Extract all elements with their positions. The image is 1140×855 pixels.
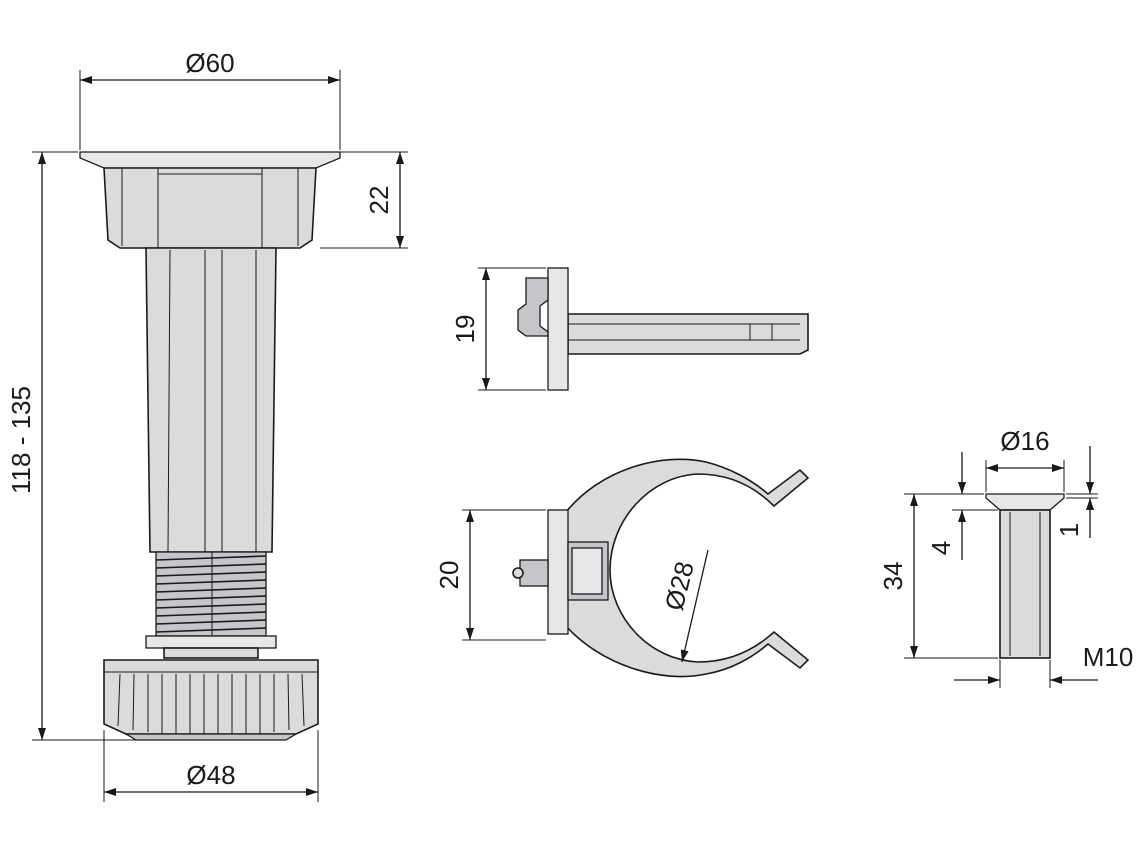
clip-pin xyxy=(519,559,549,587)
pin-head xyxy=(985,493,1065,511)
dim-pin-head-diameter: Ø16 xyxy=(1000,426,1049,456)
dim-pin-length: 34 xyxy=(878,562,908,591)
dim-total-height: 118 - 135 xyxy=(6,386,36,494)
dim-pin-head-rim: 1 xyxy=(1054,523,1084,537)
adjustable-leg xyxy=(79,151,341,741)
dim-pin-head-height: 4 xyxy=(926,541,956,555)
leg-foot-ribs xyxy=(117,673,305,734)
dim-top-height: 22 xyxy=(364,186,394,215)
dim-top-diameter: Ø60 xyxy=(185,48,234,78)
pin-dimensions: Ø16 34 4 1 M10 xyxy=(878,426,1133,688)
dim-bracket-height: 19 xyxy=(450,315,480,344)
bracket-plate xyxy=(547,267,569,391)
dim-pin-thread: M10 xyxy=(1083,642,1134,672)
plinth-clip xyxy=(512,458,810,678)
leg-top-cap xyxy=(103,167,317,249)
leg-foot xyxy=(103,659,319,735)
bracket-dimensions: 19 xyxy=(450,267,546,391)
leg-thread-lines xyxy=(155,555,267,633)
mounting-bracket xyxy=(517,267,809,391)
dim-clip-height: 20 xyxy=(434,561,464,590)
clip-base xyxy=(547,509,569,635)
leg-dimensions: Ø60 22 118 - 135 Ø48 xyxy=(6,48,408,802)
clip-ring xyxy=(565,458,810,678)
pin xyxy=(985,493,1065,659)
leg-column xyxy=(145,247,277,553)
dim-clip-diameter: Ø28 xyxy=(659,558,700,613)
leg-neck xyxy=(145,635,277,649)
leg-top-flange xyxy=(79,151,341,169)
dim-base-diameter: Ø48 xyxy=(186,760,235,790)
pin-shaft xyxy=(999,509,1051,659)
